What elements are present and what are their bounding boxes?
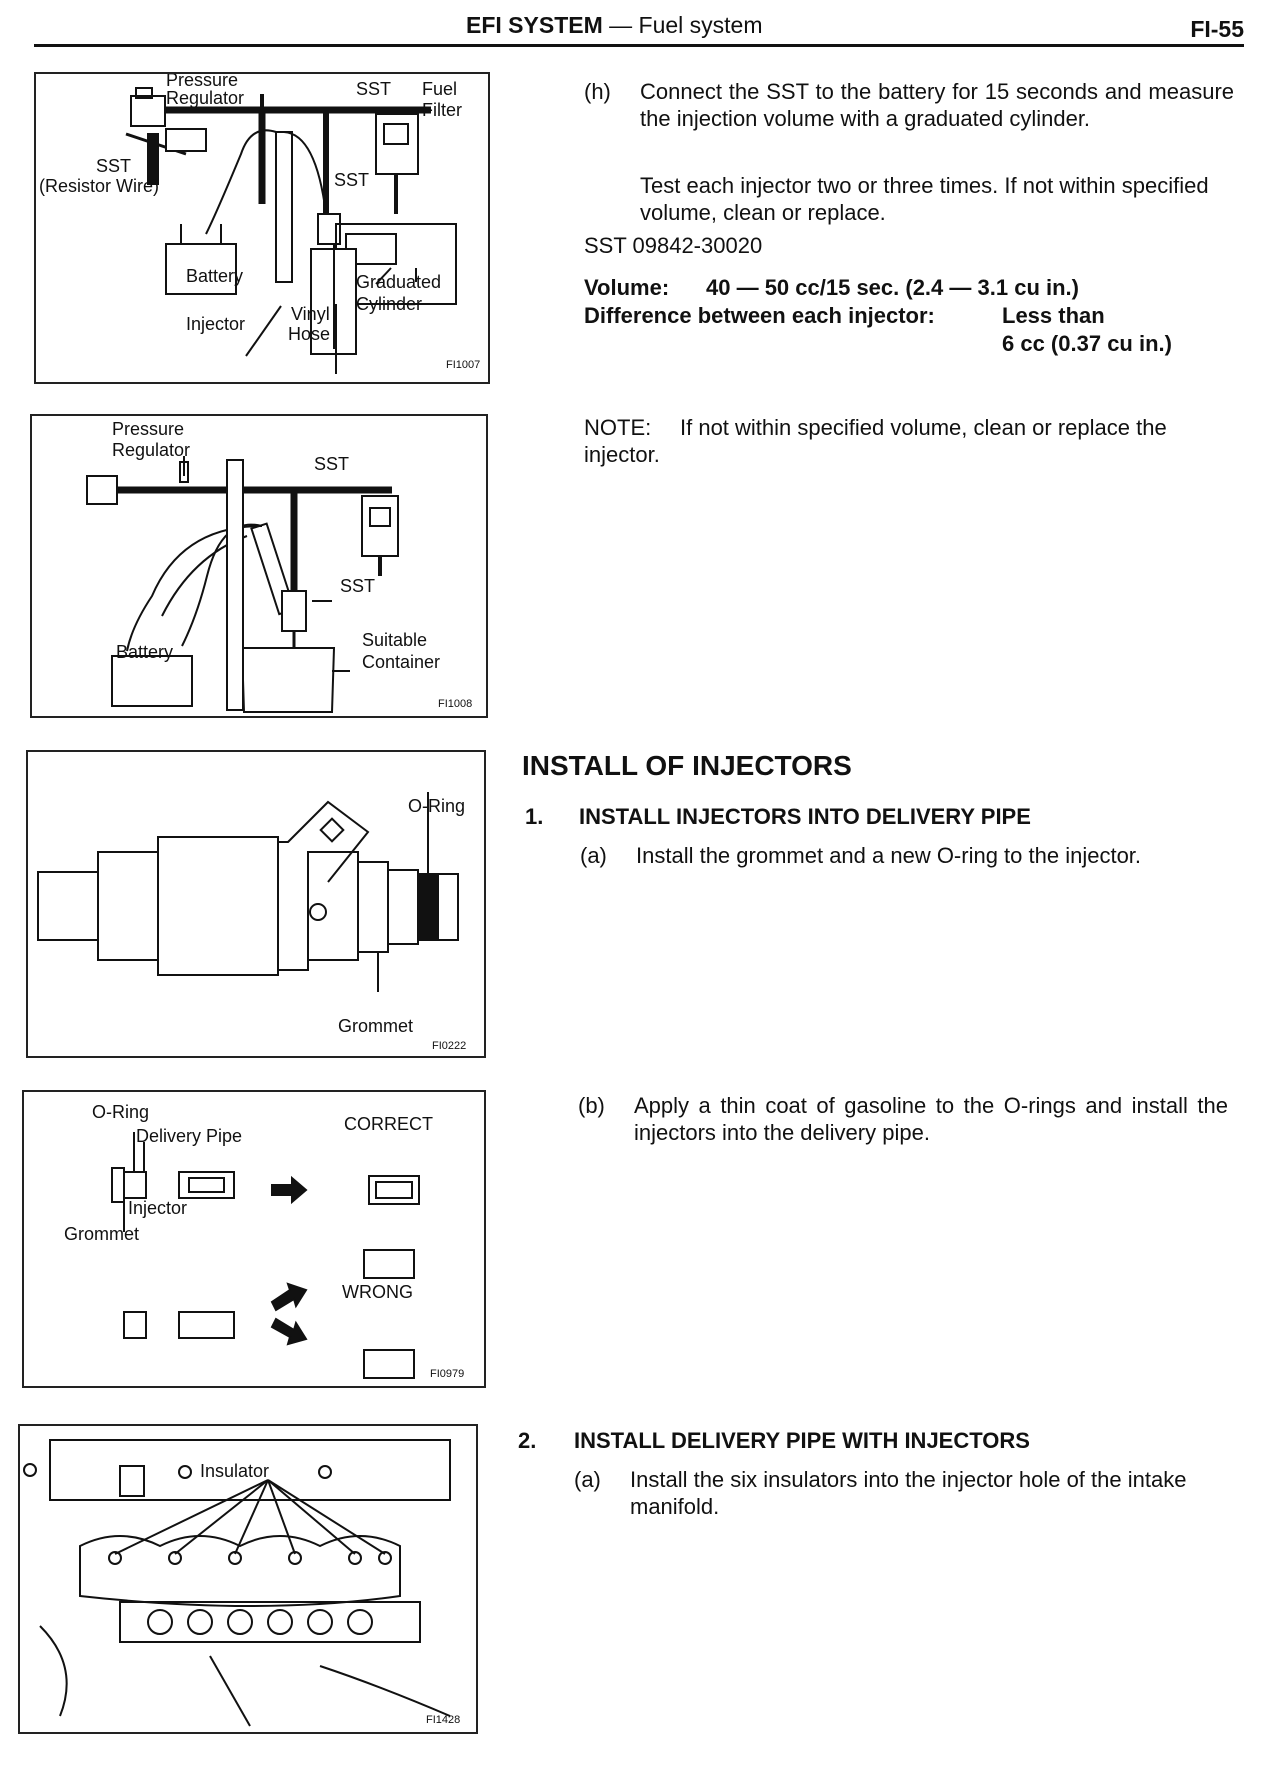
label-o-ring: O-Ring <box>408 796 466 816</box>
label-graduated: Graduated <box>356 272 442 292</box>
label-injector: Injector <box>186 314 246 334</box>
volume-label: Volume: <box>584 275 670 300</box>
header-subsection: Fuel system <box>638 12 763 38</box>
label-insulator: Insulator <box>200 1461 270 1481</box>
label-sst-mid: SST <box>340 576 376 596</box>
label-grommet: Grommet <box>338 1016 414 1036</box>
note-label: NOTE: <box>584 415 652 440</box>
step-2a-marker: (a) <box>574 1467 601 1492</box>
figure-id: FI1428 <box>426 1714 461 1726</box>
step-1a-body: Install the grommet and a new O-ring to … <box>636 843 1142 868</box>
step-1b-marker: (b) <box>578 1093 605 1118</box>
label-suitable: Suitable <box>362 630 428 650</box>
note-body: If not within specified volume, clean or… <box>584 415 1167 467</box>
figure-insulators-manifold: Insulator FI1428 <box>18 1424 478 1734</box>
label-correct: CORRECT <box>344 1114 433 1134</box>
step-2-title: INSTALL DELIVERY PIPE WITH INJECTORS <box>574 1428 1030 1453</box>
figure-correct-wrong-install: O-Ring Delivery Pipe Injector Grommet CO… <box>22 1090 486 1388</box>
section-heading: INSTALL OF INJECTORS <box>522 750 852 781</box>
label-sst: SST <box>356 79 392 99</box>
label-injector: Injector <box>128 1198 188 1218</box>
figure-id: FI0979 <box>430 1368 465 1380</box>
label-battery: Battery <box>116 642 174 662</box>
label-regulator: Regulator <box>112 440 191 460</box>
figure-id: FI0222 <box>432 1040 467 1052</box>
manifold-diagram <box>23 1439 451 1727</box>
install-comparison-diagram <box>111 1132 420 1379</box>
figure-id: FI1007 <box>446 359 481 371</box>
container-test-diagram <box>86 456 399 713</box>
step-1-title: INSTALL INJECTORS INTO DELIVERY PIPE <box>579 804 1031 829</box>
label-delivery-pipe: Delivery Pipe <box>136 1126 243 1146</box>
sst-number: SST 09842-30020 <box>584 233 763 258</box>
step-1-number: 1. <box>525 804 544 829</box>
label-sst-mid: SST <box>334 170 370 190</box>
label-battery: Battery <box>186 266 244 286</box>
difference-value-2: 6 cc (0.37 cu in.) <box>1002 331 1172 356</box>
step-h-test-note: Test each injector two or three times. I… <box>640 173 1209 225</box>
header-section: EFI SYSTEM <box>466 12 603 38</box>
step-h-body: Connect the SST to the battery for 15 se… <box>640 79 1234 131</box>
label-pressure: Pressure <box>112 419 185 439</box>
header-dash: — <box>609 12 633 38</box>
page-header: EFI SYSTEM — Fuel system FI-55 <box>34 8 1244 47</box>
label-fuel: Fuel <box>422 79 458 99</box>
label-cylinder: Cylinder <box>356 294 423 314</box>
header-title: EFI SYSTEM — Fuel system <box>466 12 763 39</box>
step-2a-body: Install the six insulators into the inje… <box>630 1467 1187 1519</box>
label-filter: Filter <box>422 100 462 120</box>
figure-id: FI1008 <box>438 698 473 710</box>
injector-diagram <box>37 792 459 992</box>
label-container: Container <box>362 652 441 672</box>
label-sst: SST <box>314 454 350 474</box>
volume-value: 40 — 50 cc/15 sec. (2.4 — 3.1 cu in.) <box>706 275 1079 300</box>
label-sst-left: SST <box>96 156 132 176</box>
step-h-marker: (h) <box>584 79 611 104</box>
figure-injection-test-graduated: Pressure Regulator SST Fuel Filter SST (… <box>34 72 490 384</box>
figure-injector-oring-grommet: O-Ring Grommet FI0222 <box>26 750 486 1058</box>
label-vinyl: Vinyl <box>291 304 330 324</box>
figure-injection-test-container: Pressure Regulator SST SST Battery Suita… <box>30 414 488 718</box>
label-hose: Hose <box>288 324 331 344</box>
label-wrong: WRONG <box>342 1282 413 1302</box>
difference-label: Difference between each injector: <box>584 303 935 328</box>
step-1b-body: Apply a thin coat of gasoline to the O-r… <box>634 1093 1228 1145</box>
label-grommet: Grommet <box>64 1224 140 1244</box>
page-number: FI-55 <box>1190 16 1244 42</box>
label-regulator: Regulator <box>166 88 245 108</box>
difference-value-1: Less than <box>1002 303 1105 328</box>
label-pressure: Pressure <box>166 72 239 90</box>
label-resistor-wire: (Resistor Wire) <box>39 176 159 196</box>
step-1a-marker: (a) <box>580 843 607 868</box>
step-2-number: 2. <box>518 1428 537 1453</box>
injection-test-diagram <box>125 87 457 374</box>
label-o-ring: O-Ring <box>92 1102 150 1122</box>
